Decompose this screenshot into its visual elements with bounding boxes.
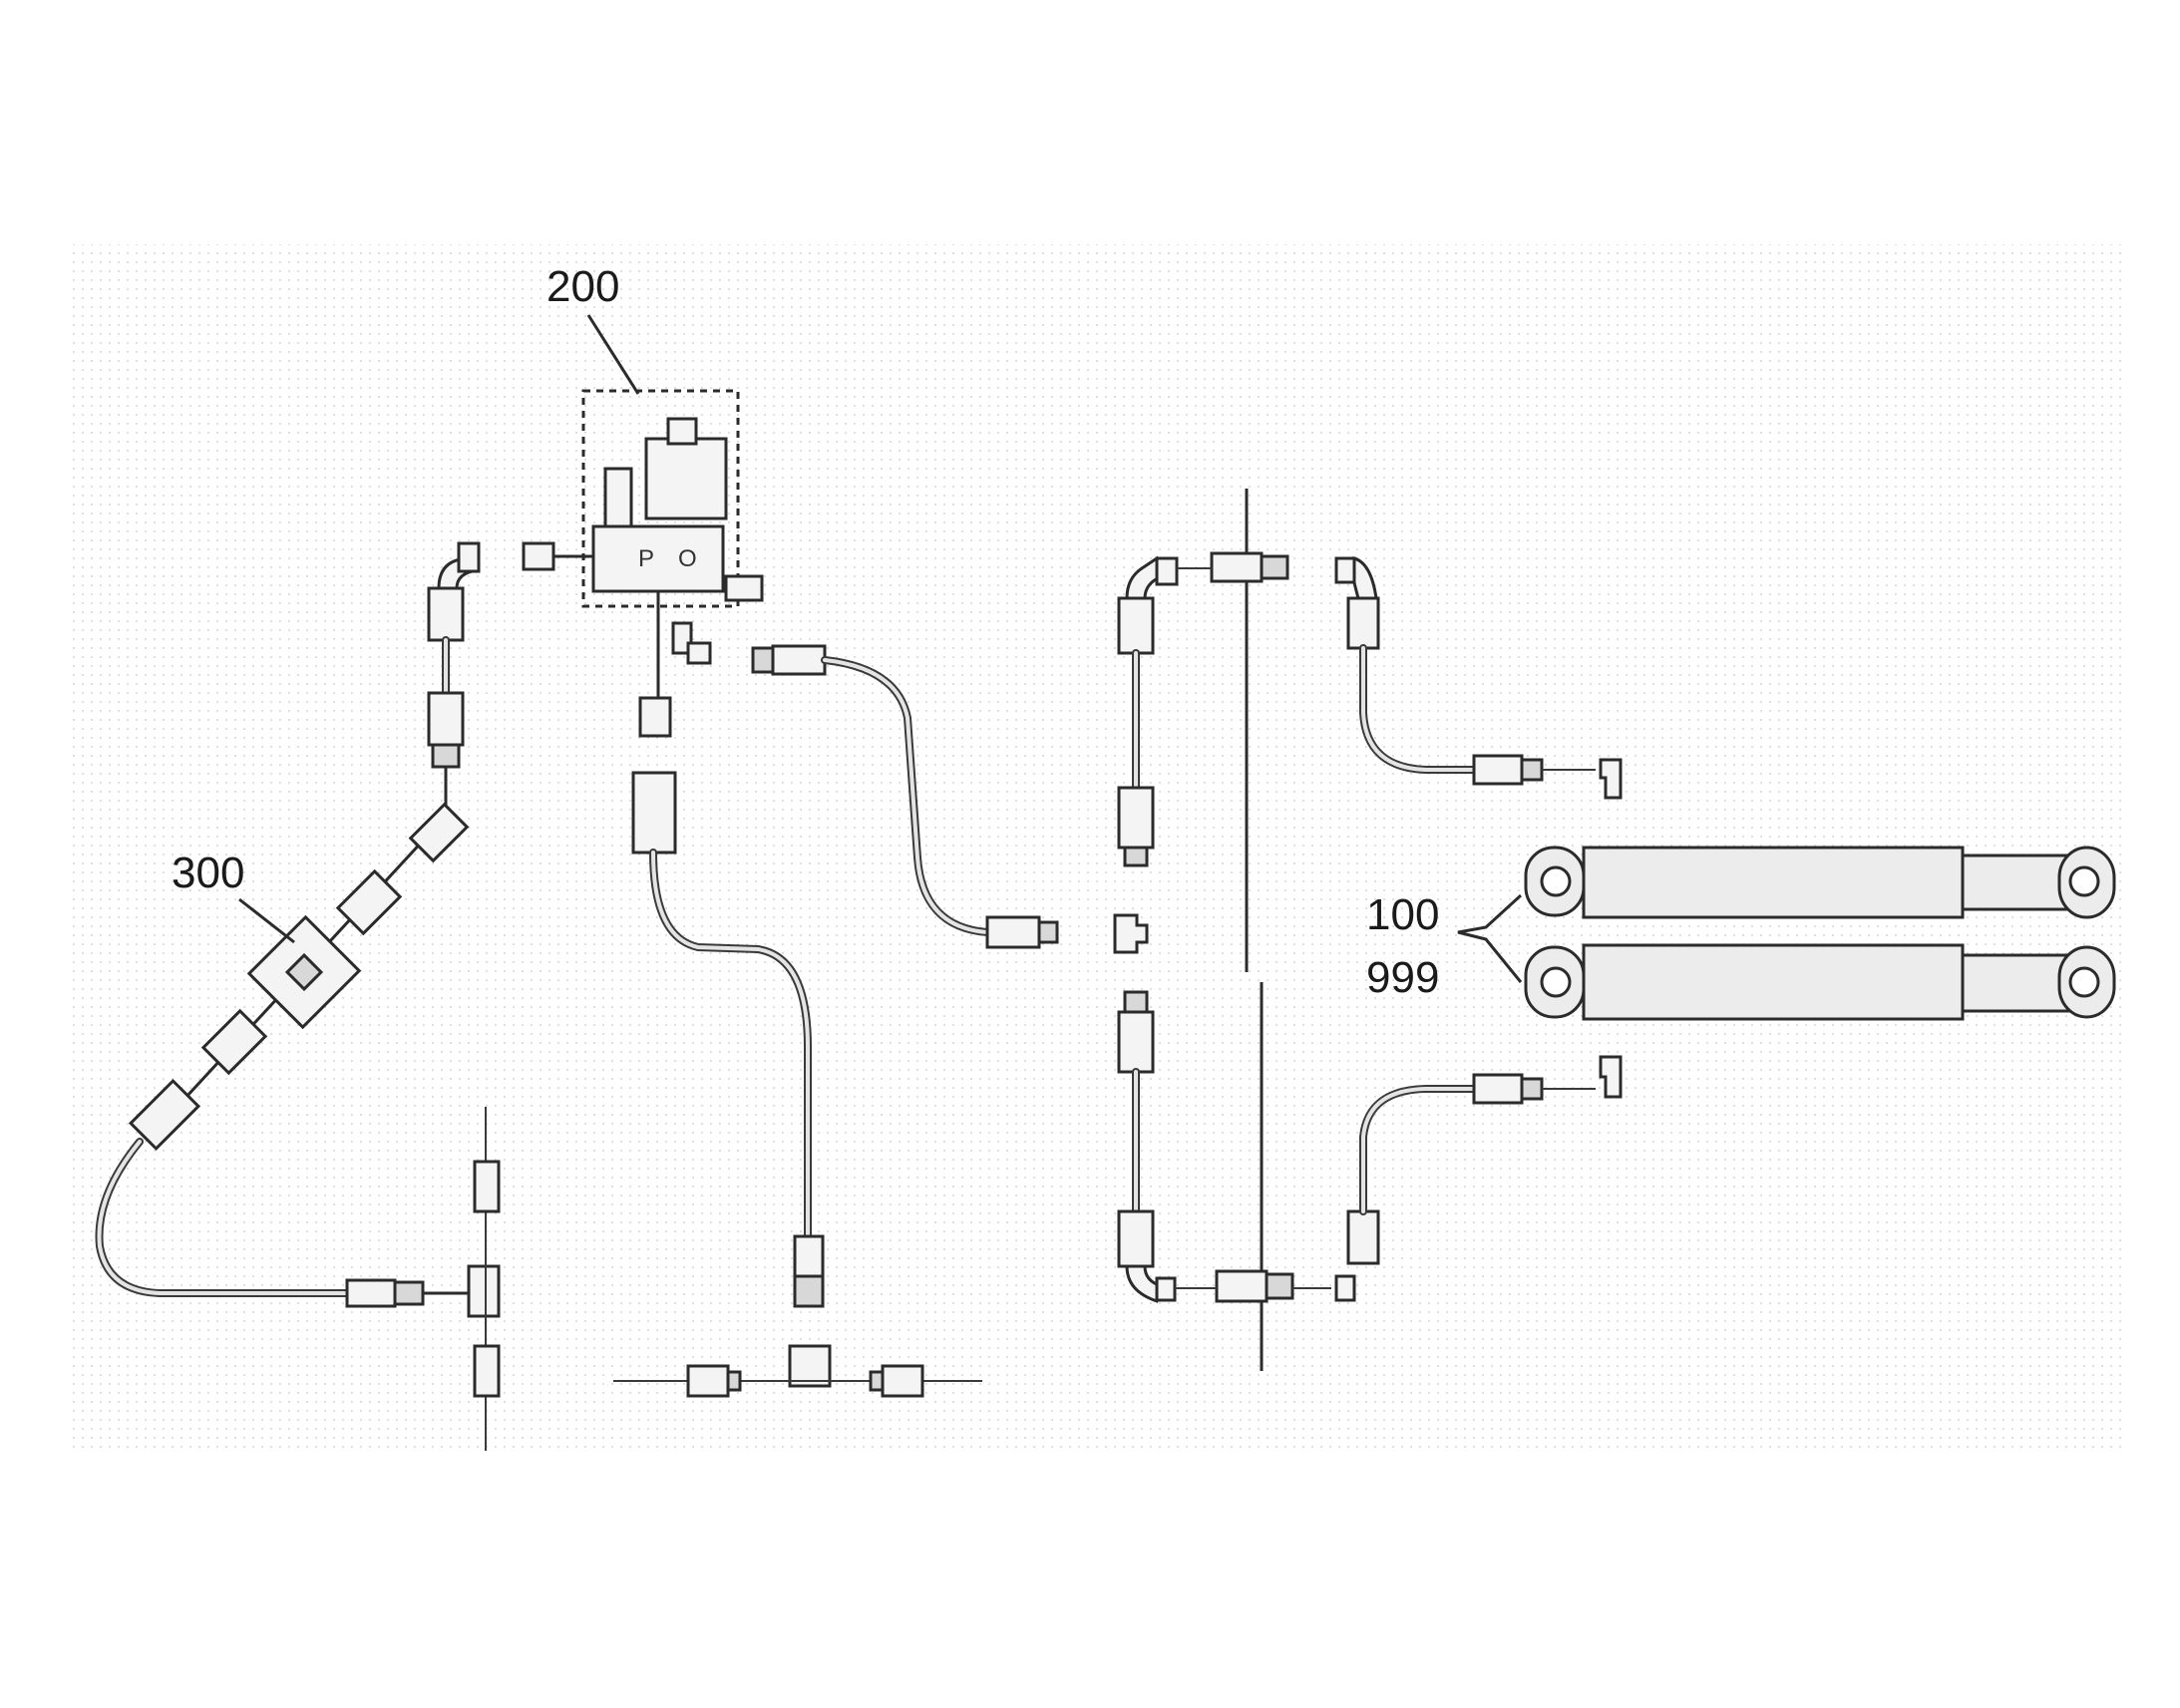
valve-port-p: P [638,545,654,572]
leader-200 [586,314,640,395]
valve-port-o: O [678,545,697,572]
cylinder-999 [1524,943,2116,1021]
valve-assembly-boundary [581,389,740,608]
center-tee-line [1113,555,1179,1303]
valve-top-fitting [603,467,633,528]
bottom-left-hose [95,1107,501,1451]
valve-right-fitting [724,574,764,602]
upper-right-hose [1334,555,1623,800]
cylinder-100 [1524,846,2116,919]
left-valve-hose [427,541,593,813]
lower-right-hose [1334,1055,1623,1302]
valve-p-fitting [638,696,672,738]
valve-assembly: P O [581,389,764,738]
solenoid-cap [666,417,698,446]
valve-block [591,524,725,593]
middle-hose [613,771,982,1398]
bulkhead-wall [1175,489,1331,1371]
leader-300 [238,897,295,944]
flow-unit-chain [128,802,470,1152]
valve-elbow [671,621,712,665]
label-200: 200 [546,262,619,311]
flow-unit-box [246,914,362,1030]
label-999: 999 [1366,953,1439,1002]
label-300: 300 [172,849,244,897]
upper-s-hose [751,644,1059,949]
label-100: 100 [1366,890,1439,939]
leader-100-999 [1457,893,1523,983]
solenoid-body [644,437,728,520]
